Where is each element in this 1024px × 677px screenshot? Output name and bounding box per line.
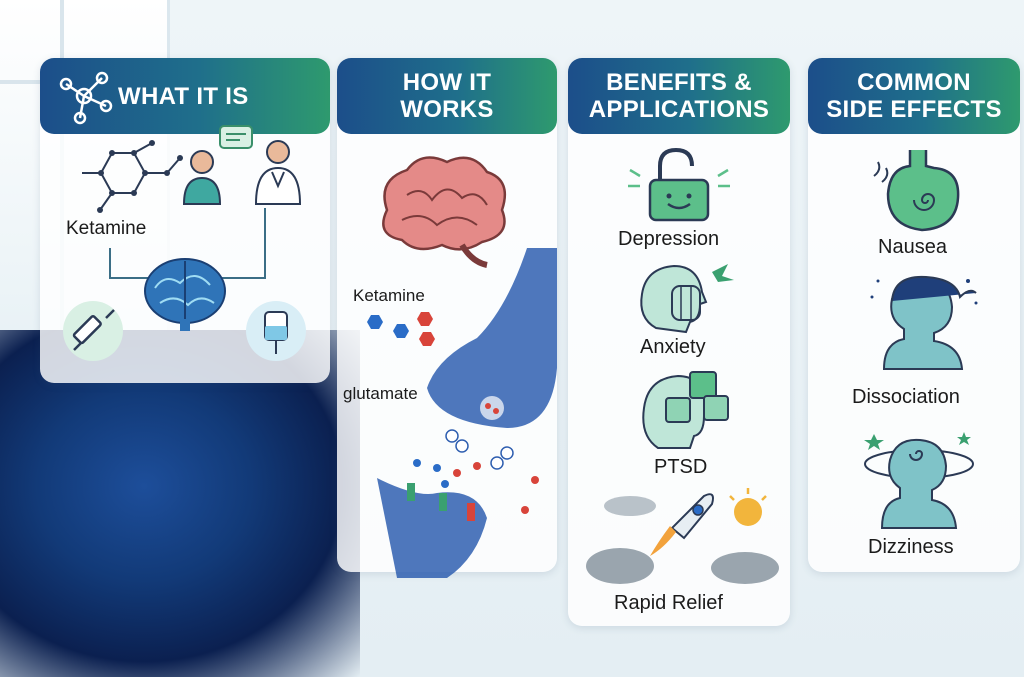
dizziness-head-icon xyxy=(864,432,974,529)
syringe-icon xyxy=(63,301,123,361)
ketamine-label: Ketamine xyxy=(66,218,147,239)
ptsd-puzzle-head-icon xyxy=(642,371,729,449)
card-side-effects: COMMON SIDE EFFECTS Nausea Dissociation … xyxy=(808,58,1020,572)
header-title: BENEFITS & APPLICATIONS xyxy=(588,69,770,123)
stomach-icon xyxy=(873,150,960,232)
header-what-it-is: WHAT IT IS xyxy=(40,58,330,134)
connector-lines xyxy=(109,208,266,279)
ketamine-label: Ketamine xyxy=(353,286,425,305)
header-title: WHAT IT IS xyxy=(118,82,249,110)
ketamine-molecule-icon xyxy=(82,140,183,213)
header-title: COMMON SIDE EFFECTS xyxy=(826,69,1002,123)
brain-icon xyxy=(144,258,226,331)
header-title: HOW IT WORKS xyxy=(400,69,494,123)
synapse-diagram xyxy=(377,248,557,578)
rapid-relief-label: Rapid Relief xyxy=(614,592,723,614)
glutamate-label: glutamate xyxy=(343,384,418,403)
nausea-label: Nausea xyxy=(878,236,947,258)
rocket-clouds-icon xyxy=(586,488,779,584)
card-how-it-works: HOW IT WORKS Ketamine glutamate xyxy=(337,58,557,578)
anxiety-head-cage-icon xyxy=(640,264,734,334)
unlocked-lock-icon xyxy=(628,147,730,222)
header-how-it-works: HOW IT WORKS xyxy=(337,58,557,134)
anxiety-label: Anxiety xyxy=(640,336,706,358)
molecule-icon xyxy=(59,71,113,125)
doctor-patient-icon xyxy=(182,125,302,205)
card-benefits: BENEFITS & APPLICATIONS Depression Anxie… xyxy=(568,58,790,626)
brain-pink-icon xyxy=(382,156,507,268)
background-neural-brain xyxy=(0,330,360,677)
card-what-it-is: WHAT IT IS Ketamine xyxy=(40,58,330,383)
molecules-icon xyxy=(367,312,435,346)
header-benefits: BENEFITS & APPLICATIONS xyxy=(568,58,790,134)
dissociation-head-icon xyxy=(870,275,978,370)
depression-label: Depression xyxy=(618,228,720,250)
dizziness-label: Dizziness xyxy=(868,536,954,558)
dissociation-label: Dissociation xyxy=(852,386,960,408)
iv-bag-icon xyxy=(246,301,306,361)
ptsd-label: PTSD xyxy=(654,456,708,478)
header-side-effects: COMMON SIDE EFFECTS xyxy=(808,58,1020,134)
